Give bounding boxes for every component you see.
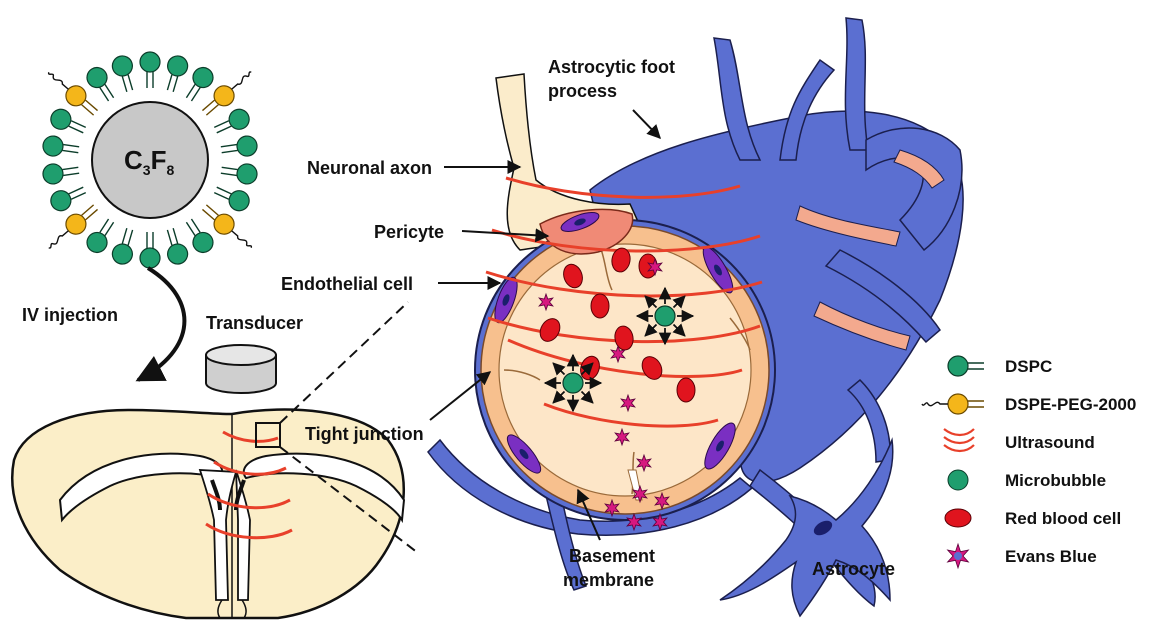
iv-injection-arrow — [138, 268, 184, 380]
legend-label: DSPE-PEG-2000 — [1005, 395, 1136, 414]
dspc-lipid-icon — [161, 226, 190, 266]
dspc-lipid-icon — [948, 356, 984, 376]
basement-membrane-label-line2: membrane — [563, 570, 654, 590]
red-blood-cell — [591, 294, 609, 318]
legend-label: DSPC — [1005, 357, 1052, 376]
dspc-lipid-icon — [42, 135, 80, 160]
neuronal-axon-label: Neuronal axon — [307, 158, 432, 178]
dspc-lipid-icon — [161, 54, 190, 94]
tight-junction-label: Tight junction — [305, 424, 424, 444]
transducer-icon — [206, 345, 276, 393]
legend-item: DSPC — [948, 356, 1052, 376]
astrocytic-foot-arrow — [633, 110, 660, 138]
legend-label: Microbubble — [1005, 471, 1106, 490]
dspc-lipid-icon — [220, 135, 258, 160]
endothelial-cell-label: Endothelial cell — [281, 274, 413, 294]
legend-label: Ultrasound — [1005, 433, 1095, 452]
dspc-lipid-icon — [211, 181, 252, 214]
ultrasound-waves-icon — [944, 429, 974, 451]
astrocytic-foot-label-line2: process — [548, 81, 617, 101]
astrocytic-foot-label-line1: Astrocytic foot — [548, 57, 675, 77]
pericyte-label: Pericyte — [374, 222, 444, 242]
transducer-label: Transducer — [206, 313, 303, 333]
dspc-lipid-icon — [42, 160, 80, 185]
legend-item: Evans Blue — [948, 544, 1097, 568]
dspc-lipid-icon — [140, 52, 160, 88]
red-blood-cell — [677, 378, 695, 402]
microbubble-oscillating — [545, 355, 601, 411]
dspc-lipid-icon — [110, 226, 139, 266]
dspe-peg-lipid-icon — [922, 394, 984, 414]
astrocyte-label: Astrocyte — [812, 559, 895, 579]
evans-blue-icon — [948, 544, 969, 568]
iv-injection-label: IV injection — [22, 305, 118, 325]
microbubble-icon — [948, 470, 968, 490]
dspc-lipid-icon — [48, 181, 89, 214]
legend-label: Red blood cell — [1005, 509, 1121, 528]
dspc-lipid-icon — [948, 356, 984, 376]
legend-item: Microbubble — [948, 470, 1106, 490]
legend-item: Ultrasound — [944, 429, 1095, 452]
microbubble-oscillating — [637, 288, 693, 344]
legend-item: DSPE-PEG-2000 — [922, 394, 1136, 414]
legend-item: Red blood cell — [945, 509, 1121, 528]
dspc-lipid-icon — [220, 160, 258, 185]
basement-membrane-label-line1: Basement — [569, 546, 655, 566]
legend-label: Evans Blue — [1005, 547, 1097, 566]
dspe-peg-lipid-icon — [922, 394, 984, 414]
dspc-lipid-icon — [140, 232, 160, 268]
microbubble-schematic: C3F8 — [42, 52, 259, 268]
red-blood-cell-icon — [945, 509, 971, 527]
dspc-lipid-icon — [110, 54, 139, 94]
dspc-lipid-icon — [211, 106, 252, 139]
legend: DSPC DSPE-PEG-2000UltrasoundMicrobubbleRe… — [922, 356, 1136, 568]
dspc-lipid-icon — [48, 106, 89, 139]
